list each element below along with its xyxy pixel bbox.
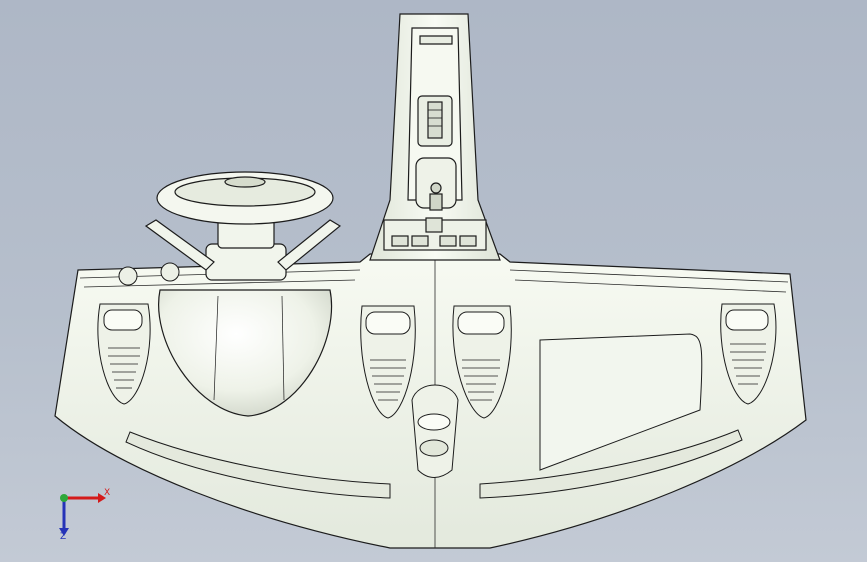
z-axis-label: Z: [60, 532, 67, 542]
steering-column: [144, 217, 342, 281]
glovebox-panel: [539, 333, 703, 471]
center-console-tower: [369, 13, 501, 261]
air-vent-right: [720, 303, 777, 405]
lower-trim-left: [125, 431, 391, 499]
left-top-controls: [118, 262, 180, 286]
axis-triad-graphic: [59, 493, 106, 536]
air-vent-left: [97, 303, 151, 405]
lower-trim-right: [479, 429, 743, 499]
center-cupholder: [411, 384, 459, 478]
air-vent-center-right: [452, 305, 512, 419]
x-axis-label: X: [104, 488, 111, 498]
instrument-cluster-bowl: [158, 289, 332, 417]
air-vent-center-left: [360, 305, 416, 419]
axis-triad: X Z: [44, 480, 114, 550]
steering-wheel: [156, 171, 334, 225]
